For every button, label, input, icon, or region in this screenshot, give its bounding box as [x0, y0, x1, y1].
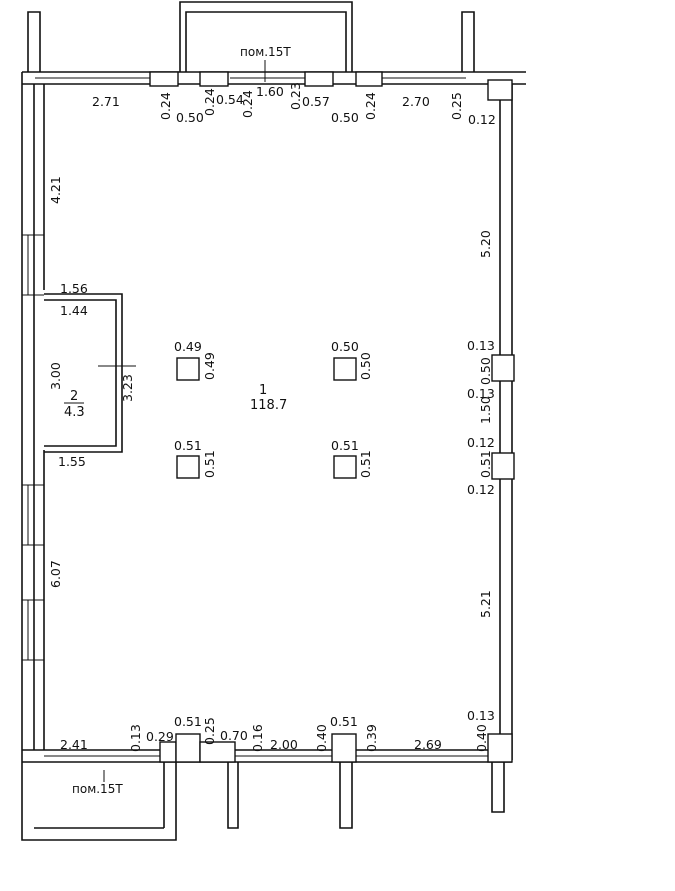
right-dim: 0.13: [467, 386, 495, 401]
bottom-dim: 0.40: [314, 724, 329, 752]
bottom-wall: [22, 733, 513, 763]
column-1: [176, 357, 200, 381]
column-3: [176, 455, 200, 479]
top-dim: 0.24: [158, 92, 173, 120]
top-wall: [22, 11, 526, 87]
left-dim: 1.56: [60, 281, 88, 296]
top-dim: 2.71: [92, 94, 120, 109]
column-dim: 0.50: [331, 339, 359, 354]
small-room-number: 2: [70, 389, 78, 404]
column-dim: 0.51: [174, 438, 202, 453]
bottom-dim: 2.41: [60, 737, 88, 752]
top-dim: 0.24: [363, 92, 378, 120]
left-dim: 3.00: [48, 362, 63, 390]
right-dim: 0.13: [467, 708, 495, 723]
right-dim: 0.12: [467, 482, 495, 497]
column-2: [333, 357, 357, 381]
right-dim: 0.50: [478, 357, 493, 385]
room-label-top: пом.15Т: [240, 45, 291, 59]
top-dim: 0.50: [331, 110, 359, 125]
column-dim: 0.49: [174, 339, 202, 354]
top-dim: 0.25: [449, 92, 464, 120]
left-dim: 4.21: [48, 176, 63, 204]
bottom-dim: 0.16: [250, 724, 265, 752]
bottom-dim: 0.25: [202, 717, 217, 745]
bottom-bay-walls: [21, 762, 505, 841]
left-dim: 3.23: [120, 374, 135, 402]
top-dim: 0.23: [288, 82, 303, 110]
bottom-dim: 0.29: [146, 729, 174, 744]
small-room-area: 4.3: [64, 405, 85, 420]
column-dim: 0.49: [202, 352, 217, 380]
left-dim: 1.55: [58, 454, 86, 469]
bottom-dim: 2.00: [270, 737, 298, 752]
left-dim: 6.07: [48, 560, 63, 588]
bottom-dim: 2.69: [414, 737, 442, 752]
top-dim: 1.60: [256, 84, 284, 99]
column-4: [333, 455, 357, 479]
top-dimensions: 2.71 0.24 0.50 0.24 0.54 1.60 0.24 0.23 …: [92, 82, 496, 127]
left-wall: [21, 72, 45, 762]
column-dim: 0.51: [358, 450, 373, 478]
column-dim: 0.50: [358, 352, 373, 380]
bottom-dim: 0.70: [220, 728, 248, 743]
room-label-bottom: пом.15Т: [72, 782, 123, 796]
bottom-dim: 0.51: [330, 714, 358, 729]
right-dim: 1.50: [478, 396, 493, 424]
right-wall: [487, 79, 515, 760]
top-dim: 0.12: [468, 112, 496, 127]
top-dim: 0.57: [302, 94, 330, 109]
right-dim: 5.20: [478, 230, 493, 258]
small-room-walls: [44, 293, 136, 453]
bottom-dim: 0.39: [364, 724, 379, 752]
column-dim: 0.51: [331, 438, 359, 453]
main-room-area: 118.7: [250, 398, 287, 413]
bottom-dim: 0.51: [174, 714, 202, 729]
right-dim: 0.51: [478, 450, 493, 478]
columns: [176, 357, 357, 479]
main-room-number: 1: [259, 383, 267, 398]
right-dim: 0.13: [467, 338, 495, 353]
bottom-dim: 0.13: [128, 724, 143, 752]
top-dim: 0.24: [202, 88, 217, 116]
top-dim: 0.24: [240, 90, 255, 118]
top-dim: 0.54: [216, 92, 244, 107]
left-dim: 1.44: [60, 303, 88, 318]
column-dim: 0.51: [202, 450, 217, 478]
right-dim: 5.21: [478, 590, 493, 618]
top-dim: 2.70: [402, 94, 430, 109]
top-bay-walls: [179, 1, 353, 72]
left-dimensions: 4.21 1.56 1.44 3.00 3.23 1.55 6.07: [48, 176, 135, 588]
right-dim: 0.12: [467, 435, 495, 450]
column-dimensions: 0.49 0.49 0.50 0.50 0.51 0.51 0.51 0.51: [174, 339, 373, 478]
right-dimensions: 5.20 0.13 0.50 0.13 1.50 0.12 0.51 0.12 …: [467, 230, 495, 752]
bottom-dimensions: 2.41 0.13 0.29 0.51 0.25 0.70 0.16 2.00 …: [60, 714, 442, 752]
right-dim: 0.40: [474, 724, 489, 752]
top-dim: 0.50: [176, 110, 204, 125]
